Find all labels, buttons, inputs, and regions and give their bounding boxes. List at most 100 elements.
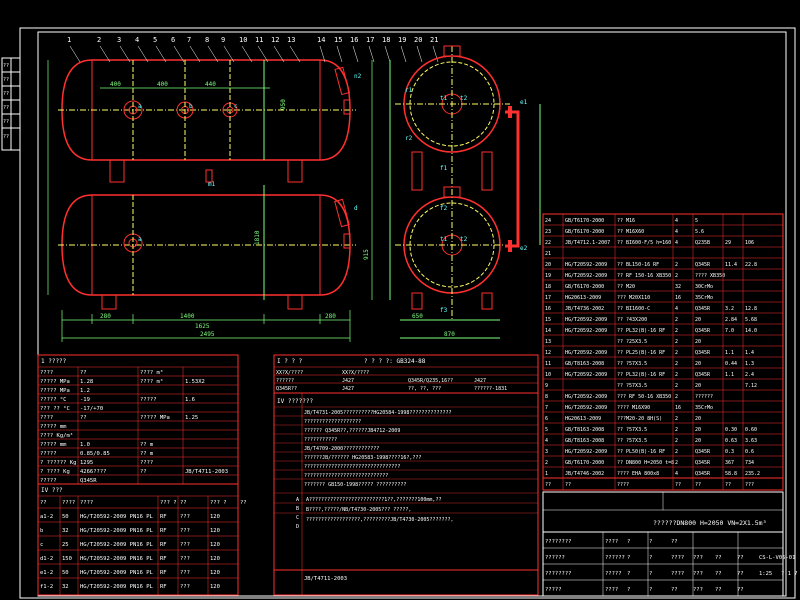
table-header: ???? <box>80 500 93 506</box>
side-label: e2 <box>520 245 528 252</box>
table-cell: 1 <box>545 471 548 477</box>
table-header: ?? <box>180 500 187 506</box>
table-cell: 58.8 <box>725 471 737 477</box>
table-cell: ???? XB350 <box>695 273 725 279</box>
table-cell: 2 <box>675 416 678 422</box>
table-cell: 0.60 <box>745 427 757 433</box>
table-cell: ??????JB/?????? HG20583-1998????16?,??? <box>304 455 421 461</box>
table-cell: 30CrMo <box>695 284 713 290</box>
nozzle-label: a <box>138 103 142 110</box>
title-cell: CS-L-V05-01 <box>759 555 795 561</box>
title-cell: ?? <box>737 571 744 577</box>
table-cell: ?? RF 150-16 XB350 <box>617 273 671 279</box>
table-cell: HG/T20592-2009 PN16 PL <box>80 570 154 576</box>
table-cell: 0.85/0.85 <box>80 451 110 457</box>
nozzle-label: n2 <box>354 73 362 80</box>
table-cell: ?????? Q345R??,??????JB4712-2009 <box>304 428 400 434</box>
leader-line <box>119 45 131 63</box>
table-cell: ??? <box>180 584 190 590</box>
table-cell: 14 <box>545 328 551 334</box>
dim-label: 1625 <box>195 323 210 330</box>
title-cell: 1:25 <box>759 571 772 577</box>
table-cell: RF <box>160 570 167 576</box>
title-cell: ? <box>627 587 630 593</box>
table-cell: Q345R <box>695 372 711 378</box>
table-cell: 2 <box>545 460 548 466</box>
table-cell: 12.8 <box>745 306 757 312</box>
table-cell: 23 <box>545 229 551 235</box>
table-cell: 1.25 <box>185 415 198 421</box>
part-balloon: 14 <box>317 36 325 44</box>
part-balloon: 9 <box>221 36 225 44</box>
table-cell: ???? EHA 800x8 <box>617 471 659 477</box>
nozzle-label: m1 <box>208 181 216 188</box>
table-cell: ?????? <box>276 378 294 384</box>
table-cell: 32 <box>62 528 69 534</box>
table-cell: ? ???? Kg <box>40 469 70 475</box>
inner-frame <box>37 31 787 597</box>
table-cell: JB/T4711-2003 <box>304 576 347 582</box>
dim-label: 1810 <box>254 230 261 245</box>
table-cell: 1.1 <box>725 350 734 356</box>
table-cell: HG/T20592-2009 PN16 PL <box>80 514 154 520</box>
table-cell: 150 <box>62 556 72 562</box>
table-cell: JB/T4746-2002 <box>565 471 604 477</box>
title-cell: ? <box>649 587 652 593</box>
table-cell: ??? <box>180 542 190 548</box>
table-cell: 2.4 <box>745 372 754 378</box>
table-cell: Q345R?? <box>276 386 297 392</box>
table-header: ??? <box>745 482 754 488</box>
table-cell: 4 <box>675 240 678 246</box>
table-cell: ? ?????? Kg <box>40 460 76 466</box>
table-cell: ?? PL50(B)-16 RF <box>617 449 665 455</box>
table-cell: JB/T4731-2005??????????HG20584-1998?????… <box>304 410 452 416</box>
table-header: ?? <box>695 482 701 488</box>
part-balloon: 5 <box>153 36 157 44</box>
table-cell: A <box>296 497 299 503</box>
upper-vessel <box>58 59 356 183</box>
table-cell: 50 <box>62 570 69 576</box>
table-cell: 2.84 <box>725 317 737 323</box>
table-cell: ?????? <box>695 394 713 400</box>
table-cell: 4 <box>545 438 548 444</box>
leader-line <box>273 45 285 63</box>
table-cell: HG/T20592-2009 <box>565 328 607 334</box>
table-cell: J427 <box>342 378 354 384</box>
side-label: f1 <box>440 165 448 172</box>
table-cell: HG/T20592-2009 <box>565 262 607 268</box>
table-cell: GB/T6170-2000 <box>565 229 604 235</box>
table-header: ?? <box>675 482 681 488</box>
part-balloon: 2 <box>97 36 101 44</box>
table-cell: ???????????????????????????? <box>304 473 388 479</box>
dim-label: 280 <box>325 313 336 320</box>
part-balloon: 13 <box>287 36 295 44</box>
table-cell: 20 <box>695 427 701 433</box>
table-cell: HG/T20592-2009 PN16 PL <box>80 528 154 534</box>
table-cell: ??, ??, ??? <box>408 386 441 392</box>
table-cell: 2 <box>675 427 678 433</box>
table-cell: 120 <box>210 528 220 534</box>
dim-label: 400 <box>110 81 121 88</box>
table-cell: 11 <box>545 361 551 367</box>
title-cell: ? <box>627 555 630 561</box>
table-cell: d1-2 <box>40 556 53 562</box>
title-cell: ???? <box>605 587 618 593</box>
table-cell: 0.3 <box>725 449 734 455</box>
table-cell: A?????????????????????????1??,???????100… <box>306 497 441 503</box>
leader-line <box>69 45 81 63</box>
table-cell: B????,?????/NB/T4730-2005??? ?????, <box>306 507 411 513</box>
table-cell: 4 <box>675 471 678 477</box>
table-cell: 3.2 <box>725 306 734 312</box>
table-cell: ?? BL150-16 RF <box>617 262 659 268</box>
title-cell: ???? <box>605 539 618 545</box>
table-cell: JB/T4712.1-2007 <box>565 240 610 246</box>
table-cell: ??? RF 50-16 XB350 <box>617 394 671 400</box>
front-dimension-labels: 400 400 440 280 1400 1625 280 2495 1810 … <box>100 81 370 338</box>
table-cell: ?? <box>80 415 87 421</box>
dim-label: 400 <box>157 81 168 88</box>
table-cell: ???? m³ <box>140 378 163 385</box>
table-cell: Q345R/Q235,16?? <box>408 378 453 384</box>
title-cell: ???? <box>671 571 684 577</box>
table-cell: 2 <box>675 394 678 400</box>
table-cell: ???M20-20 8H(S) <box>617 416 662 422</box>
